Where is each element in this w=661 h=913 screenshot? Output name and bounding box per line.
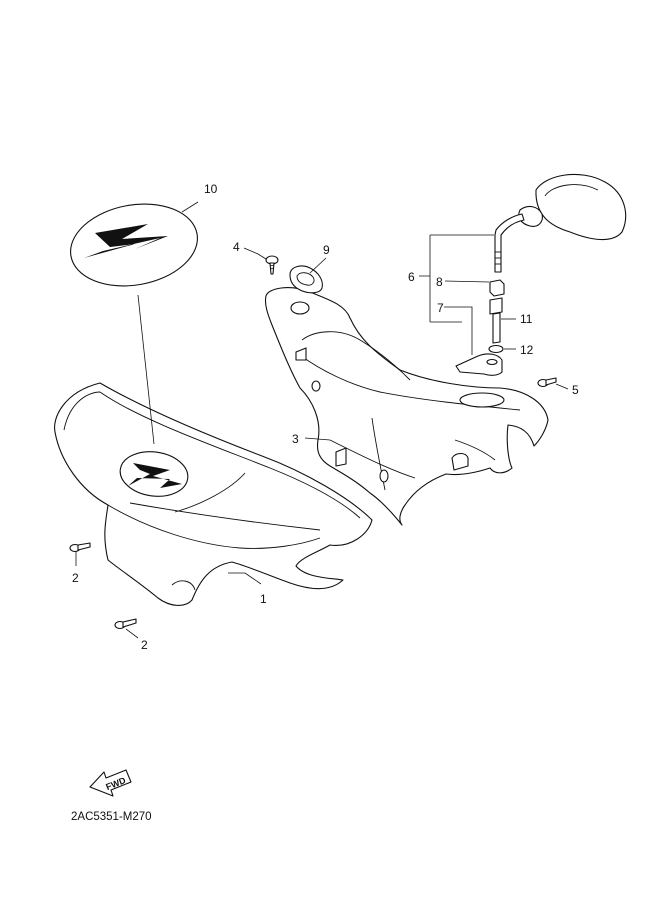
callout-4: 4: [233, 240, 240, 254]
callout-3: 3: [292, 432, 299, 446]
screw-5: [537, 377, 557, 388]
bracket-7: [455, 353, 503, 376]
diagram-code: 2AC5351-M270: [71, 811, 152, 823]
callout-1: 1: [260, 592, 267, 606]
stud-11: [489, 297, 503, 344]
screw-2a: [69, 542, 91, 553]
emblem-sticker: [70, 203, 198, 287]
forward-arrow-icon: FWD: [89, 769, 132, 797]
callout-11: 11: [520, 312, 533, 326]
callout-labels: 1 2 2 3 4 5 6 7 8 9 10 11 12: [72, 182, 579, 652]
leader-lines: [75, 201, 569, 639]
rear-handle-cover: [264, 287, 549, 526]
rearview-mirror: [494, 173, 627, 273]
callout-7: 7: [437, 301, 444, 315]
callout-2b: 2: [141, 638, 148, 652]
washer-12: [488, 344, 504, 354]
callout-8: 8: [436, 275, 443, 289]
grommet: [289, 265, 323, 294]
callout-5: 5: [572, 383, 579, 397]
screw-2b: [114, 618, 137, 630]
front-handle-cover: [54, 382, 373, 606]
screw-4: [265, 255, 279, 275]
nut-8: [489, 279, 505, 297]
callout-10: 10: [204, 182, 218, 196]
callout-9: 9: [323, 243, 330, 257]
callout-12: 12: [520, 343, 534, 357]
callout-2a: 2: [72, 571, 79, 585]
callout-6: 6: [408, 270, 415, 284]
